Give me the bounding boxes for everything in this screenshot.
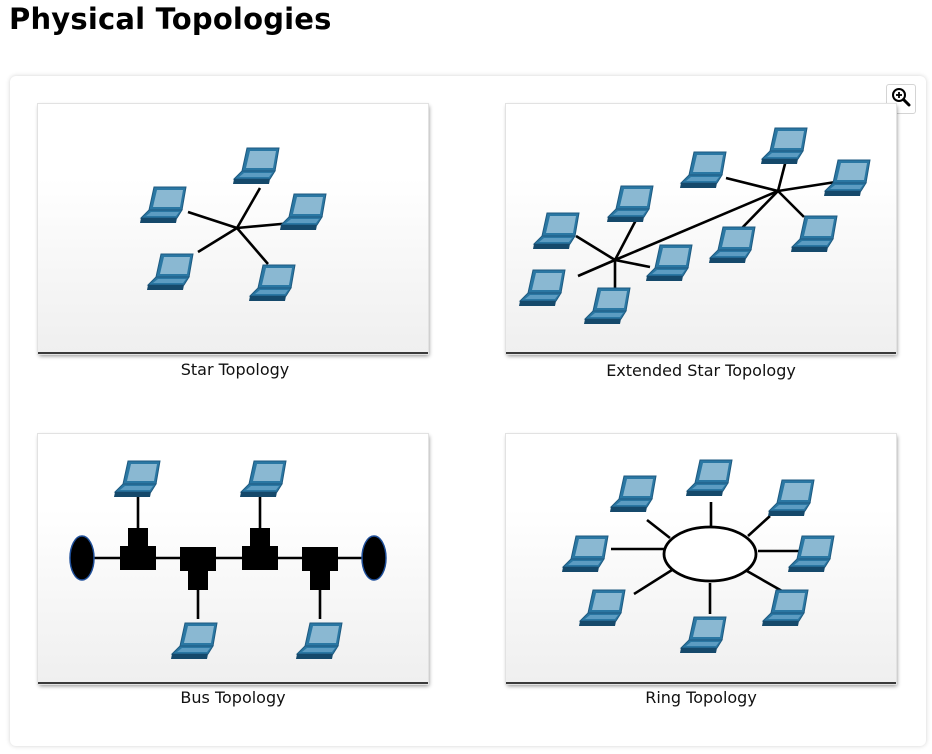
bus-tap-connector bbox=[180, 547, 216, 590]
laptop-icon bbox=[679, 151, 727, 188]
laptop-icon bbox=[685, 459, 733, 496]
star-topology-caption: Star Topology bbox=[180, 360, 290, 379]
extended-star-topology-caption: Extended Star Topology bbox=[606, 361, 796, 380]
laptop-icon bbox=[139, 186, 187, 223]
laptop-icon bbox=[518, 269, 566, 306]
bus-terminator bbox=[361, 535, 387, 581]
laptop-icon bbox=[679, 616, 727, 653]
page-title: Physical Topologies bbox=[9, 2, 332, 36]
star-topology-diagram bbox=[38, 104, 428, 354]
laptop-icon bbox=[708, 226, 756, 263]
bus-terminator bbox=[69, 535, 95, 581]
hub2-link bbox=[776, 159, 788, 192]
hub1-link bbox=[577, 258, 616, 278]
laptop-icon bbox=[146, 253, 194, 290]
hub2-link bbox=[777, 179, 843, 193]
laptop-icon bbox=[561, 535, 609, 572]
laptop-icon bbox=[790, 215, 838, 252]
laptop-icon bbox=[606, 185, 654, 222]
zoom-in-icon bbox=[891, 87, 911, 111]
bus-tap-connector bbox=[120, 528, 156, 570]
laptop-icon bbox=[239, 460, 287, 497]
laptop-icon bbox=[170, 622, 218, 659]
laptop-icon bbox=[823, 159, 871, 196]
extended-star-topology-graphic bbox=[518, 127, 871, 324]
laptop-icon bbox=[113, 460, 161, 497]
bus-topology-graphic bbox=[69, 460, 387, 659]
hub1-link bbox=[614, 258, 651, 269]
laptop-icon bbox=[248, 264, 296, 301]
backbone-link bbox=[614, 189, 779, 262]
hub1-link bbox=[613, 219, 638, 261]
laptop-icon bbox=[279, 193, 327, 230]
bus-topology-caption: Bus Topology bbox=[180, 688, 286, 707]
star-link bbox=[235, 187, 262, 229]
star-link bbox=[187, 210, 238, 230]
laptop-icon bbox=[767, 479, 815, 516]
laptop-icon bbox=[760, 127, 808, 164]
laptop-icon bbox=[645, 244, 693, 281]
star-link bbox=[197, 226, 238, 254]
bus-tap-connector bbox=[242, 528, 278, 570]
ring-link bbox=[633, 568, 673, 596]
ring-topology-caption: Ring Topology bbox=[645, 688, 757, 707]
ring-topology-graphic bbox=[561, 459, 835, 653]
ring-link bbox=[747, 515, 771, 537]
ring-loop bbox=[662, 525, 758, 583]
laptop-icon bbox=[295, 622, 343, 659]
extended-star-topology-diagram bbox=[506, 104, 896, 354]
laptop-icon bbox=[583, 287, 631, 324]
hub1-link bbox=[575, 234, 616, 262]
ring-link bbox=[646, 518, 671, 540]
bus-topology-diagram bbox=[38, 434, 428, 684]
bus-tap-connector bbox=[302, 547, 338, 590]
hub2-link bbox=[741, 190, 779, 229]
laptop-icon bbox=[532, 212, 580, 249]
laptop-icon bbox=[578, 589, 626, 626]
hub2-link bbox=[777, 190, 805, 218]
star-topology-graphic bbox=[139, 147, 327, 301]
laptop-icon bbox=[232, 147, 280, 184]
star-link bbox=[236, 227, 269, 265]
laptop-icon bbox=[761, 589, 809, 626]
hub2-link bbox=[725, 176, 779, 193]
laptop-icon bbox=[787, 535, 835, 572]
ring-topology-diagram bbox=[506, 434, 896, 684]
laptop-icon bbox=[609, 475, 657, 512]
ring-link bbox=[746, 569, 783, 593]
